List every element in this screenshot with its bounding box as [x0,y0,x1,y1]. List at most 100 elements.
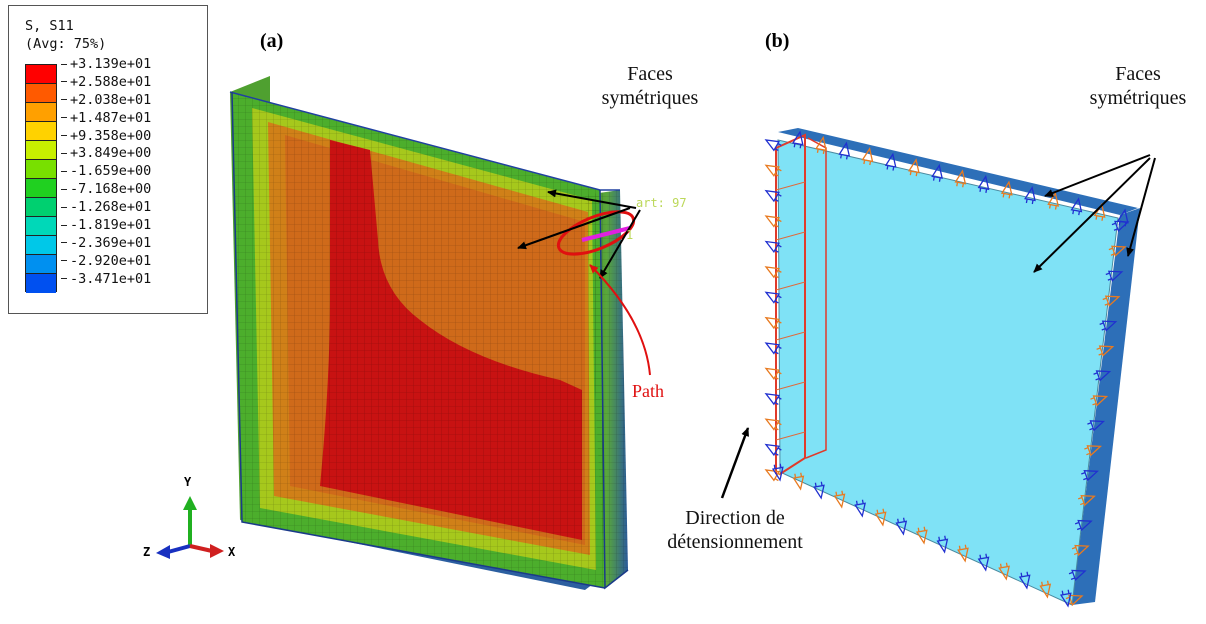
boundary-condition-symbols [764,130,1130,608]
legend-value-labels: +3.139e+01+2.588e+01+2.038e+01+1.487e+01… [61,56,151,289]
bc-glyph [915,526,928,545]
bc-glyph [764,240,782,254]
legend-swatch [26,274,56,293]
bc-glyph [764,215,782,228]
bc-glyph [764,316,782,330]
bc-glyph [764,367,782,380]
legend-value: -3.471e+01 [61,271,151,289]
bc-glyph [1068,569,1087,582]
triad-x-label: X [228,545,236,559]
bc-glyph [764,342,782,355]
legend-swatch [26,65,56,84]
legend-value: -1.819e+01 [61,217,151,235]
bc-glyph [764,266,782,279]
legend-value: +1.487e+01 [61,110,151,128]
panel-a-label: (a) [260,30,284,52]
legend-color-bar [25,64,57,293]
bc-glyph [1090,395,1109,407]
plate-b-front-face [777,139,1119,606]
bc-glyph [764,139,782,152]
path-arrow [589,264,651,376]
bc-glyph [936,535,949,554]
bc-glyph [833,490,846,509]
panel-b-label: (b) [765,30,790,52]
bc-glyph [1105,270,1124,282]
bc-glyph [957,544,969,563]
bc-glyph [764,393,782,406]
legend-title: S, S11 [25,18,74,34]
legend-subtitle: (Avg: 75%) [25,36,107,52]
bc-glyph [764,164,782,177]
legend-swatch [26,255,56,274]
path-ellipse [556,210,636,256]
bc-glyph [931,163,943,182]
bc-glyph [1081,470,1099,482]
bc-glyph [1070,197,1083,216]
legend-value: +2.038e+01 [61,92,151,110]
bc-glyph [1084,445,1102,457]
bc-glyph [977,174,990,193]
probe-text-2: 1 [626,228,634,242]
faces-arrow-a1 [517,207,631,250]
faces-arrow-b3 [1126,157,1156,257]
faces-arrow-b2 [1033,157,1151,273]
faces-label-a: Faces symétriques [601,63,699,109]
direction-arrow [720,427,750,499]
legend-value: -1.659e+00 [61,163,151,181]
panel-a-plate [229,76,636,590]
bc-glyph [895,517,908,536]
bc-glyph [998,562,1010,581]
bc-glyph [1111,220,1130,232]
bc-glyph [791,130,804,149]
bc-glyph [1077,494,1096,507]
bc-glyph [1039,580,1052,599]
plate-b-right-face [1072,208,1140,605]
faces-arrow-a2 [547,189,637,209]
bc-glyph [1000,180,1013,199]
bc-glyph [771,463,784,482]
legend-swatch [26,141,56,160]
legend-swatch [26,179,56,198]
legend-value: +9.358e+00 [61,128,151,146]
panel-b-plate [775,128,1140,606]
bc-glyph [954,169,967,188]
legend-value: +3.139e+01 [61,56,151,74]
bc-glyph [1018,571,1031,590]
legend-swatch [26,122,56,141]
bc-glyph [907,158,920,177]
faces-arrow-b1 [1044,154,1151,197]
bc-glyph [764,291,782,304]
legend-swatch [26,160,56,179]
bc-glyph [1071,544,1090,557]
legend-value: +3.849e+00 [61,145,151,163]
bc-glyph [1047,191,1060,210]
bc-glyph [764,443,782,457]
bc-glyph [1102,295,1121,307]
bc-glyph [1099,320,1118,332]
probe-text-1: art: 97 [636,196,687,210]
bc-glyph [792,472,805,491]
faces-arrow-a3 [599,209,641,279]
load-outline [775,133,806,475]
bc-glyph [854,499,866,518]
path-label: Path [632,381,665,401]
axis-triad [156,496,224,559]
bc-glyph [764,189,782,203]
bc-glyph [764,418,782,431]
direction-label: Direction de détensionnement [667,507,803,553]
legend-value: -2.920e+01 [61,253,151,271]
bc-glyph [1059,589,1072,608]
bc-glyph [815,135,827,154]
bc-glyph [1024,186,1036,205]
bc-glyph [1096,345,1115,357]
legend-value: -7.168e+00 [61,181,151,199]
bc-glyph [861,147,874,166]
legend-swatch [26,236,56,255]
bc-glyph [838,141,851,160]
legend-value: -2.369e+01 [61,235,151,253]
bc-glyph [1093,370,1112,382]
bc-glyph [1087,420,1106,432]
legend-value: +2.588e+01 [61,74,151,92]
faces-label-b: Faces symétriques [1089,63,1187,109]
